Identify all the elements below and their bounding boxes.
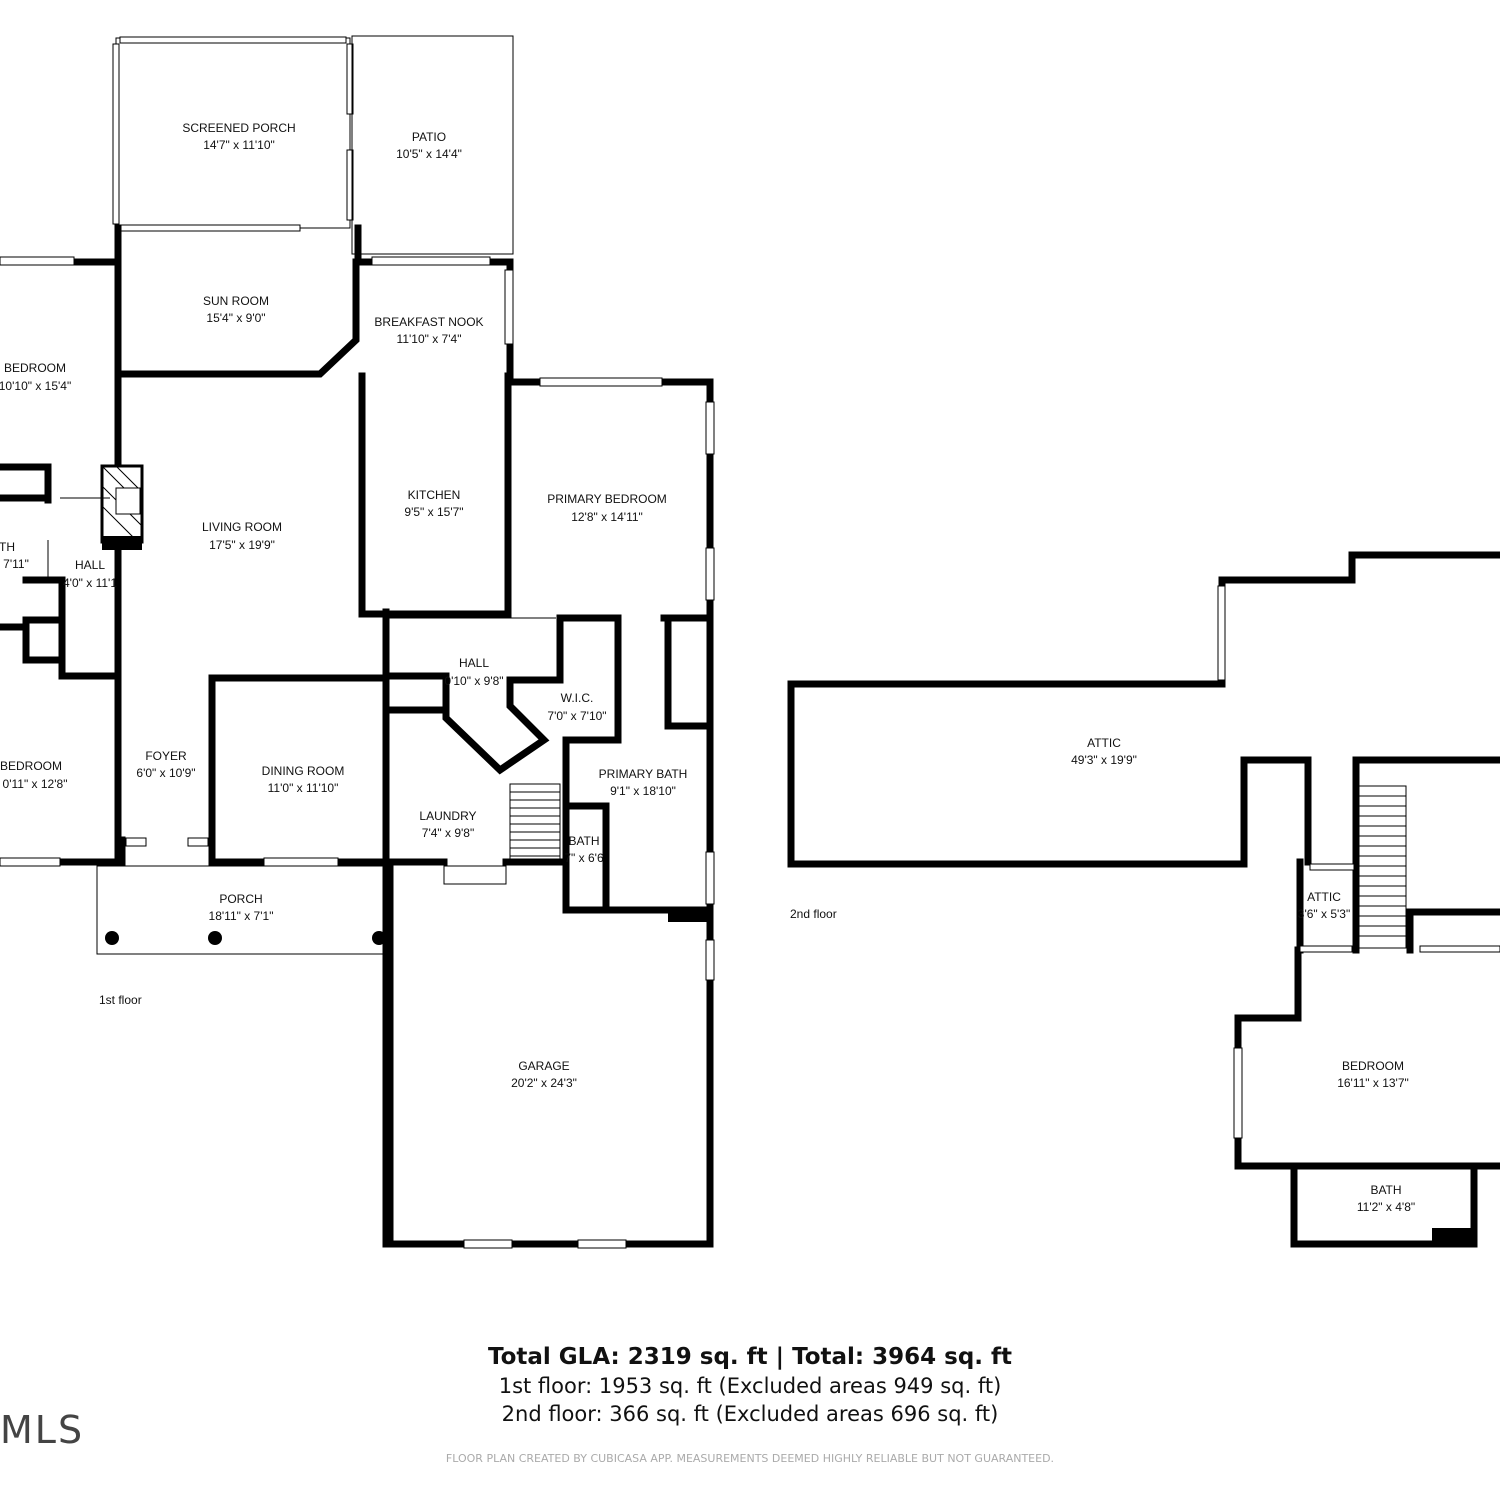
room-dim-attic-1: 49'3" x 19'9" (1071, 753, 1137, 767)
room-name-attic-1: ATTIC (1087, 736, 1121, 750)
windows (0, 256, 715, 1249)
room-name-patio: PATIO (412, 130, 446, 144)
room-name-porch: PORCH (219, 892, 262, 906)
room-dim-laundry: 7'4" x 9'8" (422, 826, 474, 840)
second-floor-plan (787, 551, 1500, 1248)
room-dim-hall-1: 4'0" x 11'1 (63, 576, 117, 590)
room-name-bath-2: BATH (568, 834, 599, 848)
porch-outline (96, 865, 388, 955)
center-partitions (386, 614, 714, 922)
room-dim-attic-2: 3'6" x 5'3" (1298, 907, 1350, 921)
room-name-screened-porch: SCREENED PORCH (182, 121, 295, 135)
room-name-bedroom-3: BEDROOM (1342, 1059, 1404, 1073)
area-summary: Total GLA: 2319 sq. ft | Total: 3964 sq.… (0, 1342, 1500, 1428)
room-dim-sun-room: 15'4" x 9'0" (206, 311, 265, 325)
room-name-garage: GARAGE (518, 1059, 569, 1073)
room-name-wic: W.I.C. (561, 691, 594, 705)
disclaimer-text: FLOOR PLAN CREATED BY CUBICASA APP. MEAS… (445, 1452, 1055, 1465)
summary-second-floor: 2nd floor: 366 sq. ft (Excluded areas 69… (501, 1402, 999, 1426)
room-dim-wic: 7'0" x 7'10" (547, 709, 606, 723)
room-name-bedroom-1: BEDROOM (4, 361, 66, 375)
floor-label-first: 1st floor (99, 993, 142, 1007)
room-dim-foyer: 6'0" x 10'9" (136, 766, 195, 780)
room-dim-bath-1: 7'11" (3, 557, 29, 571)
room-name-sun-room: SUN ROOM (203, 294, 269, 308)
mls-watermark: MLS (0, 1408, 85, 1452)
room-dim-living-room: 17'5" x 19'9" (209, 538, 275, 552)
room-dim-porch: 18'11" x 7'1" (209, 909, 274, 923)
room-name-kitchen: KITCHEN (408, 488, 461, 502)
room-name-primary-bath: PRIMARY BATH (599, 767, 688, 781)
patio-outline (351, 35, 514, 255)
room-name-foyer: FOYER (145, 749, 187, 763)
floor-label-second: 2nd floor (790, 907, 837, 921)
room-dim-bedroom-3: 16'11" x 13'7" (1337, 1076, 1409, 1090)
room-dim-breakfast-nook: 11'10" x 7'4" (397, 332, 462, 346)
room-dim-screened-porch: 14'7" x 11'10" (203, 138, 275, 152)
room-dim-bath-2: 7" x 6'6 (564, 851, 604, 865)
room-dim-dining-room: 11'0" x 11'10" (268, 781, 339, 795)
room-dim-hall-2: 0'10" x 9'8" (444, 674, 503, 688)
left-partitions (0, 463, 122, 680)
room-name-primary-bedroom: PRIMARY BEDROOM (547, 492, 667, 506)
summary-first-floor: 1st floor: 1953 sq. ft (Excluded areas 9… (498, 1374, 1002, 1398)
room-name-bath-3: BATH (1370, 1183, 1401, 1197)
screened-porch-outline (112, 36, 354, 232)
room-labels: SCREENED PORCH 14'7" x 11'10" PATIO 10'5… (0, 121, 1415, 1214)
room-name-hall-2: HALL (459, 656, 489, 670)
room-dim-bath-3: 11'2" x 4'8" (1357, 1200, 1415, 1214)
room-name-laundry: LAUNDRY (419, 809, 476, 823)
room-name-breakfast-nook: BREAKFAST NOOK (374, 315, 483, 329)
summary-total: Total GLA: 2319 sq. ft | Total: 3964 sq.… (487, 1344, 1013, 1370)
room-name-living-room: LIVING ROOM (202, 520, 282, 534)
room-dim-kitchen: 9'5" x 15'7" (404, 505, 463, 519)
first-floor-plan (0, 35, 715, 1249)
room-name-bedroom-2: BEDROOM (0, 759, 62, 773)
room-name-bath-1: TH (0, 540, 15, 554)
fireplace (100, 464, 144, 550)
room-name-hall-1: HALL (75, 558, 105, 572)
room-dim-patio: 10'5" x 14'4" (396, 147, 462, 161)
room-dim-garage: 20'2" x 24'3" (511, 1076, 577, 1090)
room-dim-bedroom-1: 10'10" x 15'4" (0, 379, 71, 393)
room-dim-primary-bedroom: 12'8" x 14'11" (571, 510, 643, 524)
room-name-attic-2: ATTIC (1307, 890, 1341, 904)
room-dim-primary-bath: 9'1" x 18'10" (610, 784, 676, 798)
room-name-dining-room: DINING ROOM (262, 764, 345, 778)
room-dim-bedroom-2: 0'11" x 12'8" (3, 777, 68, 791)
